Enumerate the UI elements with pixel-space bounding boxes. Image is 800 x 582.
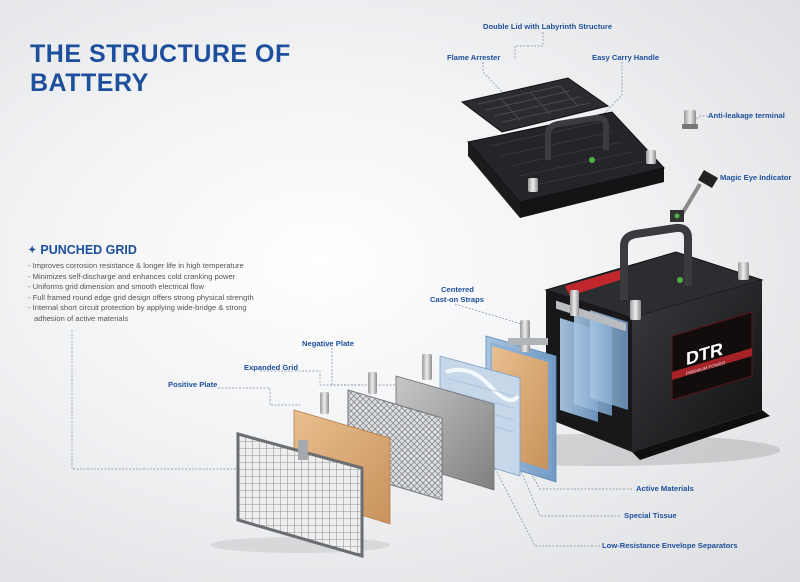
- label-special-tissue: Special Tissue: [624, 511, 677, 520]
- label-flame-arrester: Flame Arrester: [447, 53, 501, 62]
- label-negative-plate: Negative Plate: [302, 339, 354, 348]
- battery-indicator-dot: [677, 277, 683, 283]
- leader-separators: [487, 454, 600, 547]
- punched-grid-section: ✦ PUNCHED GRID - Improves corrosion resi…: [28, 243, 328, 325]
- label-positive-plate: Positive Plate: [168, 380, 218, 389]
- lid-terminal-right: [646, 150, 656, 164]
- punched-grid-shape: [236, 432, 364, 558]
- label-magic-eye: Magic Eye Indicator: [720, 173, 792, 182]
- double-lid: [460, 77, 665, 218]
- battery-post-right: [738, 262, 749, 280]
- punched-grid-bullets: - Improves corrosion resistance & longer…: [28, 261, 328, 325]
- leader-cast-on-straps: [454, 303, 526, 326]
- leader-punched-grid: [71, 330, 252, 470]
- punched-grid-heading-row: ✦ PUNCHED GRID: [28, 243, 328, 257]
- leader-negative-plate: [320, 345, 410, 386]
- label-expanded-grid: Expanded Grid: [244, 363, 299, 372]
- label-cast-on-straps-line-2: Cast-on Straps: [430, 295, 485, 304]
- page-title: THE STRUCTURE OF BATTERY: [30, 40, 291, 98]
- negative-plate-lug: [422, 354, 432, 380]
- label-carry-handle: Easy Carry Handle: [592, 53, 660, 62]
- magic-eye-indicator: [670, 170, 718, 222]
- cell-stack: [556, 290, 628, 422]
- battery-handle: [620, 223, 692, 300]
- label-anti-leakage: Anti-leakage terminal: [708, 111, 785, 120]
- leader-positive-plate: [218, 387, 300, 406]
- leader-expanded-grid: [260, 370, 362, 386]
- title-line-1: THE STRUCTURE OF: [30, 40, 291, 68]
- battery-post-left: [630, 300, 641, 320]
- bullet-item: - Full framed round edge grid design off…: [28, 292, 254, 302]
- bullet-item: - Internal short circuit protection by a…: [28, 303, 247, 313]
- top-brand-band: [565, 270, 626, 296]
- label-separators: Low-Resistance Envelope Separators: [602, 541, 738, 550]
- bullet-item: - Improves corrosion resistance & longer…: [28, 261, 244, 270]
- leader-flame-arrester: [482, 62, 506, 96]
- label-cast-on-straps-line-1: Centered: [441, 285, 474, 294]
- bullet-item: - Uniforms grid dimension and smooth ele…: [28, 282, 204, 292]
- leader-double-lid: [514, 32, 544, 60]
- label-double-lid: Double Lid with Labyrinth Structure: [483, 22, 613, 31]
- label-active-materials: Active Materials: [636, 484, 694, 493]
- plate-lug: [520, 320, 530, 352]
- carry-handle: [545, 114, 609, 160]
- star-bullet-icon: ✦: [28, 244, 37, 256]
- leader-carry-handle: [597, 62, 623, 121]
- leader-active-materials: [519, 454, 632, 490]
- lid-terminal-left: [528, 178, 538, 192]
- cell-post: [570, 290, 579, 316]
- title-line-2: BATTERY: [30, 69, 149, 97]
- punched-grid-heading: PUNCHED GRID: [40, 243, 137, 257]
- bullet-item: - Minimizes self-discharge and enhances …: [28, 271, 236, 281]
- labyrinth-pattern: [477, 85, 591, 123]
- anti-leakage-terminal: [682, 110, 698, 129]
- bullet-item: adhesion of active materials: [34, 313, 129, 323]
- lid-indicator-dot: [589, 157, 595, 163]
